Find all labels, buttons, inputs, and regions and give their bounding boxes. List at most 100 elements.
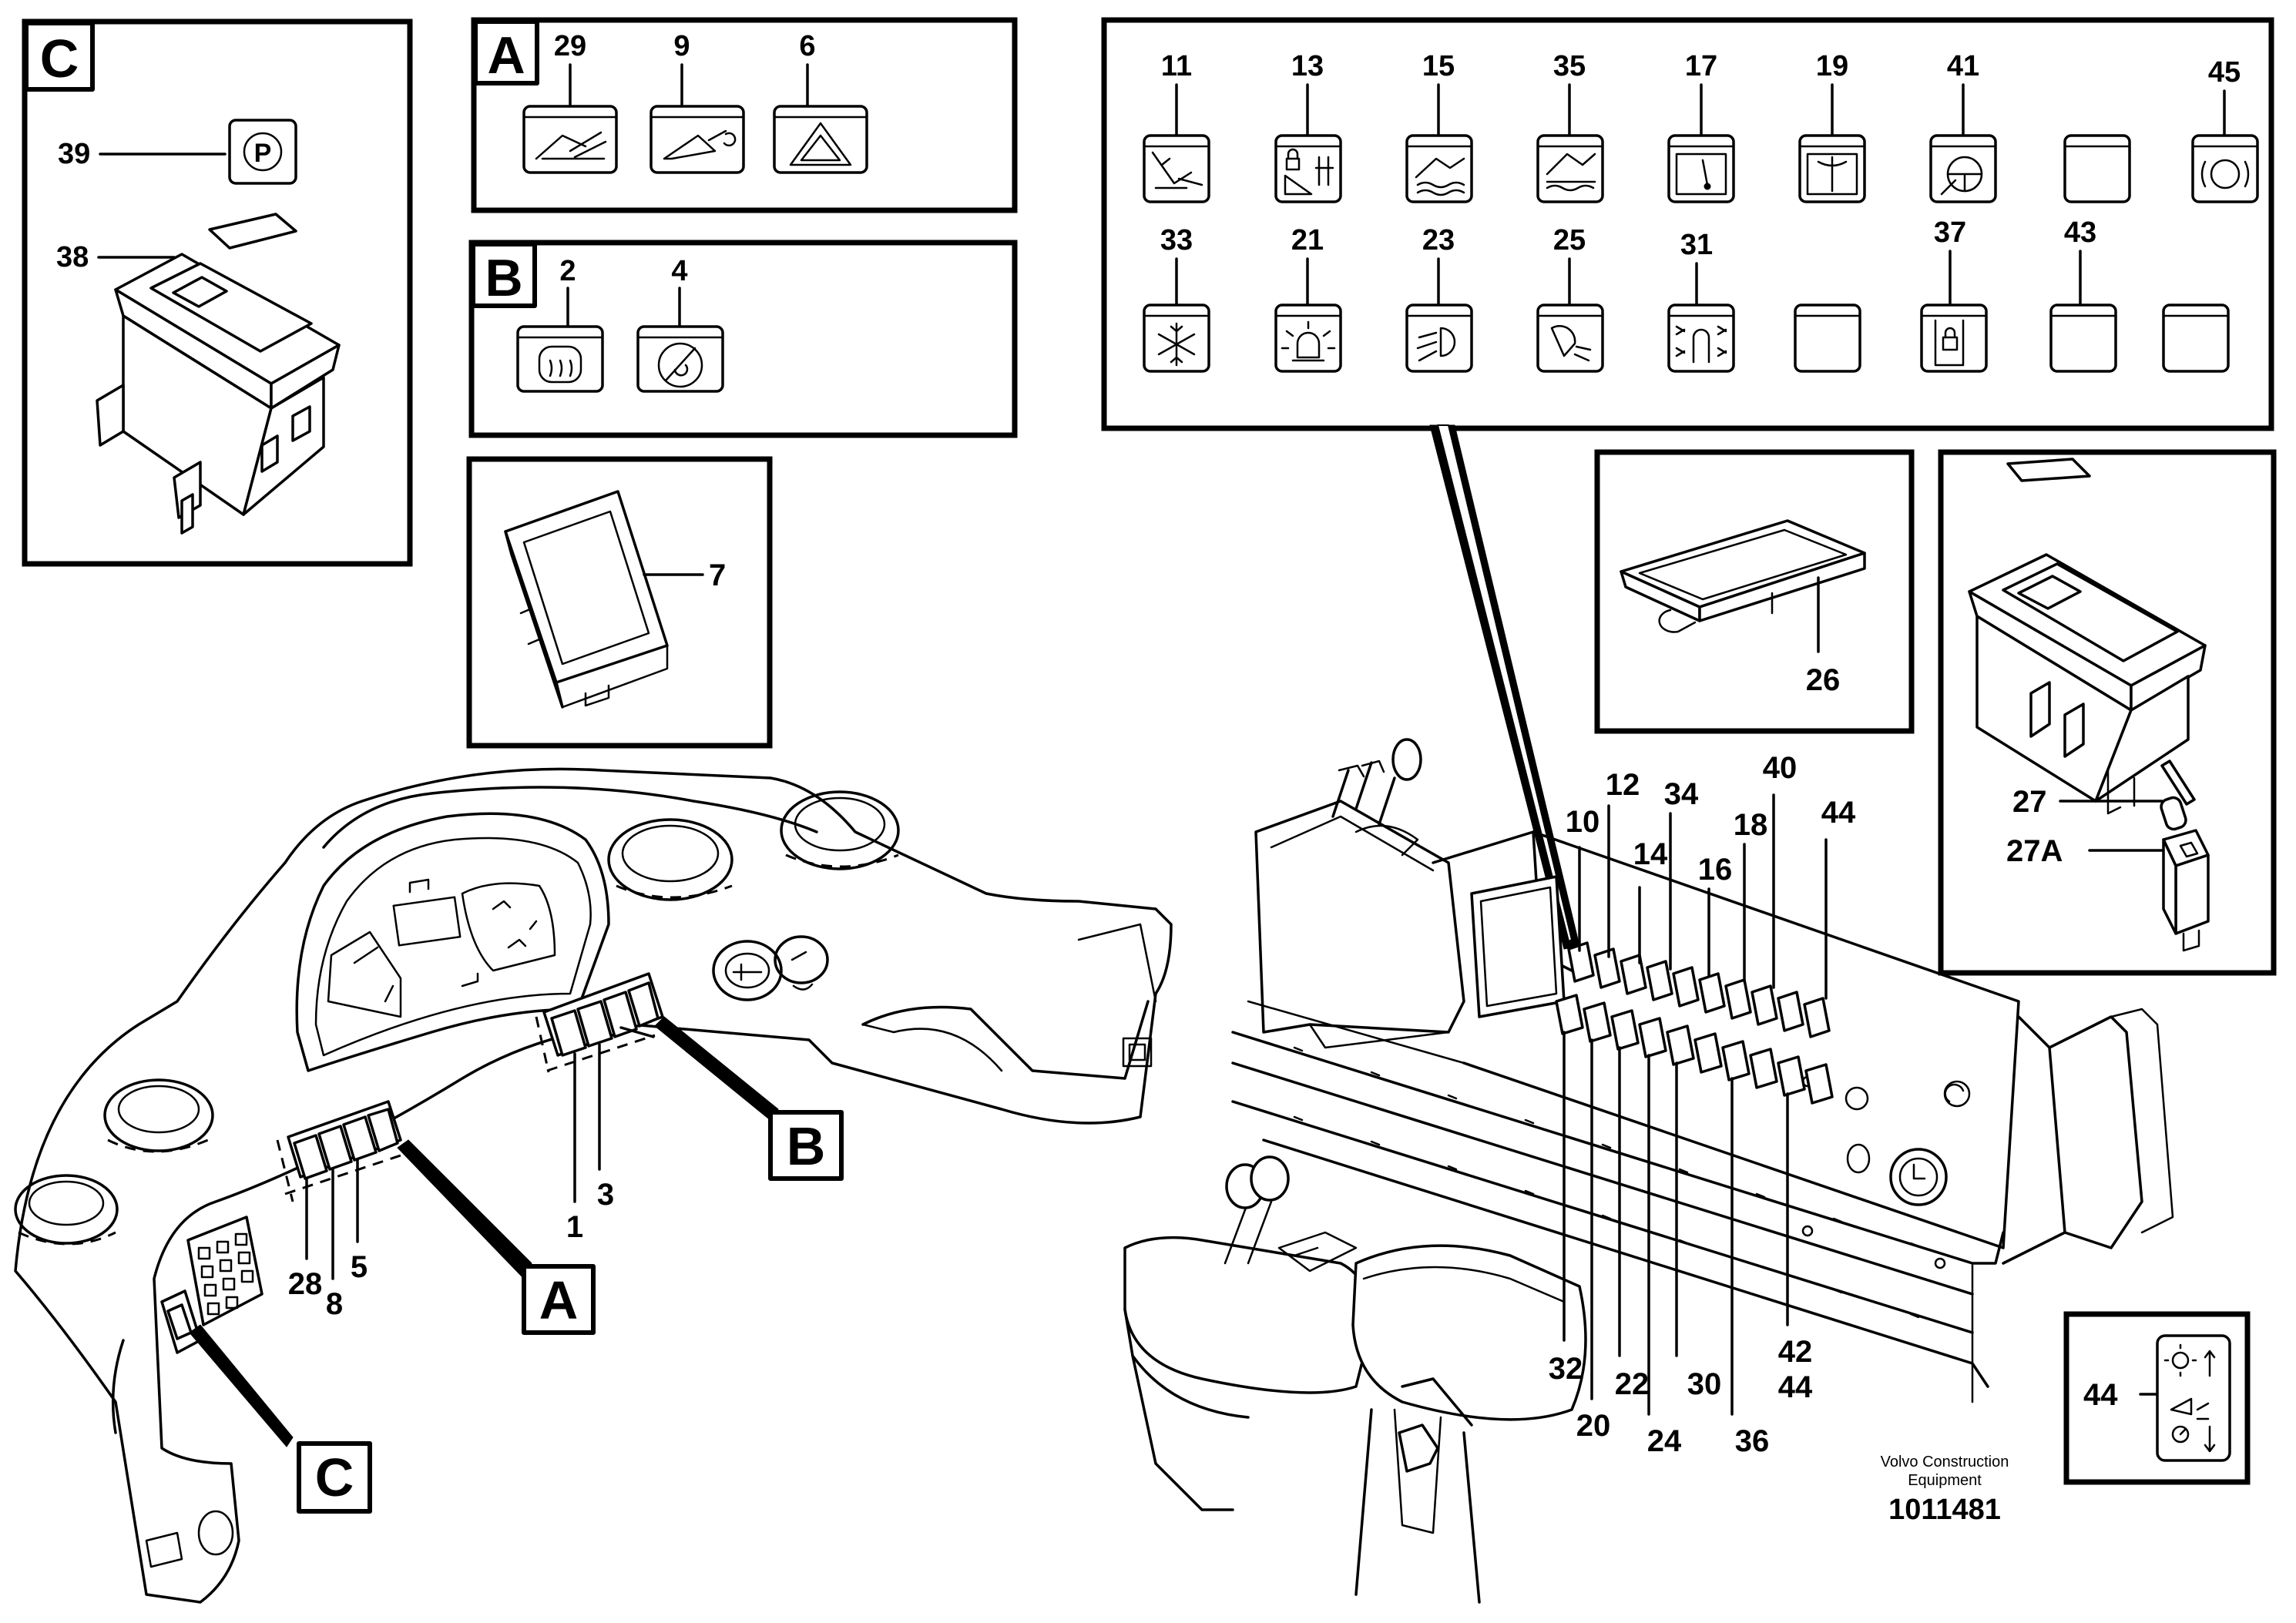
row2-switch-25: 25 [1536, 224, 1604, 373]
label-27a: 27A [2006, 834, 2063, 868]
icon-num-15: 15 [1422, 50, 1455, 82]
display-unit [504, 490, 669, 709]
row2-switch-43: 43 [2049, 216, 2117, 373]
left-dashboard [14, 767, 1173, 1604]
boom-kick-out-icon [1536, 134, 1604, 203]
switch-blank-unit [1620, 519, 1866, 633]
console-switches-bottom [1555, 994, 1834, 1105]
icon-num-31: 31 [1680, 229, 1713, 261]
brake-circle-icon [2191, 134, 2259, 203]
icon-num-21: 21 [1291, 224, 1324, 257]
label-32: 32 [1549, 1352, 1583, 1386]
rotating-beacon-icon [1274, 303, 1342, 373]
row1-switch-19: 19 [1798, 50, 1866, 203]
label-34: 34 [1664, 777, 1699, 811]
footer: Volvo Construction Equipment 1011481 [1881, 1454, 2009, 1526]
parking-brake-icon: P [228, 119, 297, 185]
brand-line-1: Volvo Construction [1881, 1454, 2009, 1470]
row1-switch-11: 11 [1143, 50, 1210, 203]
cab-light-icon [1667, 303, 1735, 373]
row1-switch-45: 45 [2191, 56, 2259, 203]
rear-wiper-icon [1798, 134, 1866, 203]
panel-b-letter: B [485, 249, 522, 307]
icon-num-11: 11 [1161, 50, 1192, 82]
switch-bank-b [535, 972, 664, 1073]
icon-num-4: 4 [671, 255, 687, 287]
row2-switch-31: 31 [1667, 229, 1735, 373]
switch-bank-a [276, 1100, 402, 1202]
rear-window-heater-icon [516, 325, 604, 393]
label-22: 22 [1615, 1367, 1650, 1401]
label-16: 16 [1698, 853, 1733, 887]
right-console [1123, 738, 2174, 1604]
right-leaders [1563, 793, 1828, 1416]
lock-switch-icon [1920, 303, 1988, 373]
reference-number: 1011481 [1888, 1494, 2001, 1526]
label-18: 18 [1734, 808, 1768, 842]
gauge-icon [1667, 134, 1735, 203]
label-44-bottom: 44 [1778, 1370, 1813, 1404]
label-28: 28 [288, 1267, 323, 1301]
label-12: 12 [1606, 768, 1640, 802]
left-leaders [305, 1026, 655, 1280]
row1-switch-41: 41 [1929, 50, 1997, 203]
icon-num-35: 35 [1553, 50, 1586, 82]
label-44-top: 44 [1821, 796, 1856, 830]
label-10: 10 [1566, 805, 1600, 839]
label-44-g: 44 [2083, 1378, 2118, 1412]
label-24: 24 [1647, 1424, 1682, 1458]
boom-suspension-icon [1405, 134, 1473, 203]
row2-switch-21: 21 [1274, 224, 1342, 373]
icon-num-17: 17 [1685, 50, 1717, 82]
brand-line-2: Equipment [1908, 1472, 1982, 1489]
bucket-positioner-icon [650, 105, 745, 174]
callout-b-letter: B [787, 1116, 826, 1176]
label-20: 20 [1576, 1409, 1611, 1443]
callout-a-letter: A [539, 1270, 579, 1330]
row1-switch-13: 13 [1274, 50, 1342, 203]
label-5: 5 [351, 1250, 368, 1284]
label-3: 3 [597, 1178, 614, 1212]
blank-switch-icon [2063, 134, 2131, 203]
panel-b: B 2 4 [468, 240, 1018, 438]
panel-e: 26 [1594, 449, 1915, 734]
icon-num-2: 2 [559, 255, 576, 287]
blank-switch-icon [1794, 303, 1861, 373]
label-42: 42 [1778, 1335, 1813, 1369]
label-14: 14 [1633, 837, 1668, 871]
icon-num-43: 43 [2064, 216, 2096, 249]
icon-num-9: 9 [673, 30, 690, 62]
parking-brake-icon-letter: P [254, 139, 272, 168]
icon-num-29: 29 [554, 30, 586, 62]
front-work-lamp-icon [1405, 303, 1473, 373]
label-36: 36 [1735, 1424, 1770, 1458]
panel-c-letter: C [40, 29, 79, 89]
speed-switch-icon [2156, 1334, 2231, 1462]
icon-num-37: 37 [1934, 216, 1966, 249]
rear-work-lamp-icon [1536, 303, 1604, 373]
callout-c: C [297, 1441, 372, 1514]
panel-a: A 29 9 6 [471, 17, 1018, 213]
icon-num-45: 45 [2208, 56, 2241, 89]
icon-num-13: 13 [1291, 50, 1324, 82]
label-8: 8 [326, 1287, 343, 1321]
row2-switch-blank-2 [2162, 303, 2230, 373]
blank-switch-icon [2162, 303, 2230, 373]
label-39: 39 [58, 138, 90, 170]
row2-switch-33: 33 [1143, 224, 1210, 373]
row2-switch-blank-1 [1794, 303, 1861, 373]
icon-num-33: 33 [1160, 224, 1193, 257]
label-7: 7 [709, 558, 726, 592]
console-switches-top [1567, 941, 1831, 1038]
rocker-switch-c [96, 253, 341, 535]
steering-wheel-icon [1929, 134, 1997, 203]
row2-switch-23: 23 [1405, 224, 1473, 373]
panel-c: C 39 P 38 [22, 18, 413, 567]
icon-num-19: 19 [1816, 50, 1848, 82]
panel-g: 44 [2063, 1311, 2251, 1485]
hazard-warning-icon [773, 105, 868, 174]
icon-num-6: 6 [799, 30, 815, 62]
blank-switch-icon [2049, 303, 2117, 373]
callout-a: A [522, 1264, 596, 1335]
